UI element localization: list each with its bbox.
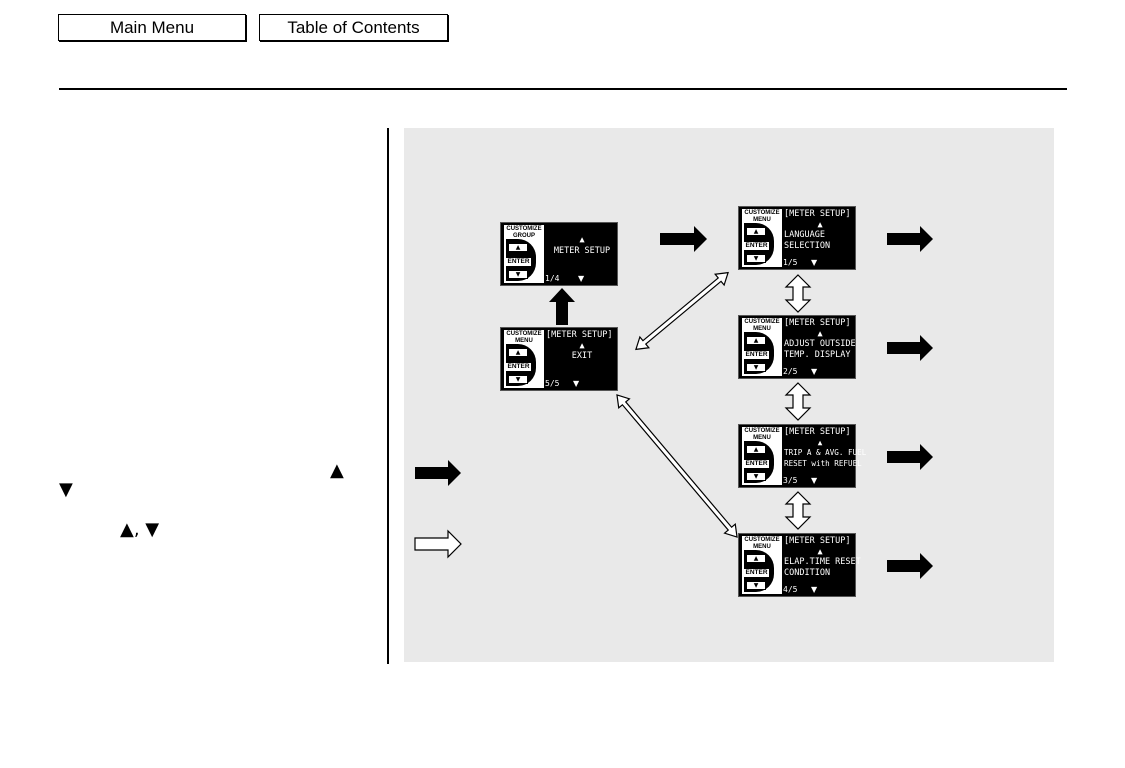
enter-key-label: ENTER (744, 460, 769, 468)
down-key-icon: ▼ (508, 270, 528, 279)
enter-key-label: ENTER (506, 363, 531, 371)
diagram-panel (404, 128, 1054, 662)
double-arrow-exit-s4 (616, 394, 738, 538)
double-arrow-s3-s4 (784, 491, 812, 530)
display-screen-group: CUSTOMIZE GROUP ▲ ENTER ▼ ▲ METER SETUP … (500, 222, 618, 286)
display-screen-trip-fuel: CUSTOMIZE MENU ▲ ENTER ▼ [METER SETUP] ▲… (738, 424, 867, 488)
screen-line: ▲ (817, 328, 823, 339)
double-arrow-exit-s1 (635, 271, 729, 351)
enter-key-label: ENTER (744, 242, 769, 250)
up-key-icon: ▲ (508, 348, 528, 357)
screen-page: 1/5 (783, 258, 798, 267)
down-triangle-glyph: ▼ (59, 479, 73, 500)
screen-side-panel: CUSTOMIZE MENU ▲ ENTER ▼ (742, 427, 782, 485)
screen-side-panel: CUSTOMIZE MENU ▲ ENTER ▼ (504, 330, 544, 388)
down-key-icon: ▼ (508, 375, 528, 384)
screen-line: [METER SETUP] (784, 536, 851, 546)
down-key-icon: ▼ (746, 472, 766, 481)
screen-line: [METER SETUP] (784, 209, 851, 219)
display-screen-language: CUSTOMIZE MENU ▲ ENTER ▼ [METER SETUP] ▲… (738, 206, 856, 270)
outline-arrow-right-legend (414, 529, 462, 559)
screen-line: LANGUAGE (784, 230, 825, 240)
screen-text: [METER SETUP] ▲ LANGUAGE SELECTION (784, 209, 856, 251)
screen-header: CUSTOMIZE MENU (744, 210, 780, 223)
up-triangle-glyph: ▲ (330, 460, 344, 481)
screen-text: ▲ METER SETUP (546, 235, 618, 256)
screen-line: EXIT (571, 351, 593, 361)
screen-side-panel: CUSTOMIZE MENU ▲ ENTER ▼ (742, 536, 782, 594)
table-of-contents-button[interactable]: Table of Contents (259, 14, 448, 41)
column-divider (387, 128, 389, 664)
screen-page: 5/5 (545, 379, 560, 388)
solid-arrow-right-s4 (887, 553, 933, 579)
solid-arrow-right-legend (415, 460, 461, 486)
main-menu-button[interactable]: Main Menu (58, 14, 246, 41)
solid-arrow-right-group (660, 226, 707, 252)
solid-arrow-right-s3 (887, 444, 933, 470)
screen-text: [METER SETUP] ▲ ELAP.TIME RESET CONDITIO… (784, 536, 861, 578)
screen-text: [METER SETUP] ▲ TRIP A & AVG. FUEL RESET… (784, 427, 867, 469)
screen-line: ADJUST OUTSIDE (784, 339, 856, 349)
down-indicator-icon: ▼ (578, 274, 585, 283)
display-screen-exit: CUSTOMIZE MENU ▲ ENTER ▼ [METER SETUP] ▲… (500, 327, 618, 391)
screen-page: 1/4 (545, 274, 560, 283)
header-divider (59, 88, 1067, 90)
screen-line: ▲ (817, 546, 823, 557)
down-key-icon: ▼ (746, 363, 766, 372)
screen-line: ELAP.TIME RESET (784, 557, 861, 567)
double-arrow-s1-s2 (784, 274, 812, 313)
down-indicator-icon: ▼ (811, 585, 818, 594)
screen-header: CUSTOMIZE MENU (744, 319, 780, 332)
down-indicator-icon: ▼ (573, 379, 580, 388)
screen-page: 4/5 (783, 585, 798, 594)
down-indicator-icon: ▼ (811, 476, 818, 485)
up-key-icon: ▲ (746, 227, 766, 236)
screen-text: [METER SETUP] ▲ EXIT (546, 330, 618, 362)
screen-header: CUSTOMIZE MENU (744, 537, 780, 550)
screen-line: RESET with REFUEL (784, 458, 862, 468)
screen-line: [METER SETUP] (546, 330, 613, 340)
up-key-icon: ▲ (746, 336, 766, 345)
down-indicator-icon: ▼ (811, 258, 818, 267)
screen-header: CUSTOMIZE GROUP (506, 226, 542, 239)
enter-key-label: ENTER (744, 351, 769, 359)
enter-key-label: ENTER (744, 569, 769, 577)
screen-line: METER SETUP (553, 245, 611, 256)
down-key-icon: ▼ (746, 581, 766, 590)
up-key-icon: ▲ (746, 554, 766, 563)
screen-page: 3/5 (783, 476, 798, 485)
up-key-icon: ▲ (746, 445, 766, 454)
screen-line: ▲ (817, 437, 823, 447)
screen-page: 2/5 (783, 367, 798, 376)
solid-arrow-right-s2 (887, 335, 933, 361)
screen-line: TEMP. DISPLAY (784, 349, 851, 360)
enter-key-label: ENTER (506, 258, 531, 266)
up-down-glyphs: ▲, ▼ (120, 519, 160, 540)
screen-line: ▲ (579, 340, 585, 351)
screen-line: [METER SETUP] (784, 318, 851, 328)
display-screen-outside-temp: CUSTOMIZE MENU ▲ ENTER ▼ [METER SETUP] ▲… (738, 315, 856, 379)
screen-header: CUSTOMIZE MENU (744, 428, 780, 441)
up-key-icon: ▲ (508, 243, 528, 252)
double-arrow-s2-s3 (784, 382, 812, 421)
solid-arrow-up (549, 288, 575, 325)
screen-line: ▲ (579, 235, 585, 245)
screen-side-panel: CUSTOMIZE GROUP ▲ ENTER ▼ (504, 225, 544, 283)
screen-line: [METER SETUP] (784, 427, 851, 437)
screen-text: [METER SETUP] ▲ ADJUST OUTSIDE TEMP. DIS… (784, 318, 856, 360)
solid-arrow-right-s1 (887, 226, 933, 252)
screen-header: CUSTOMIZE MENU (506, 331, 542, 344)
down-key-icon: ▼ (746, 254, 766, 263)
screen-line: SELECTION (784, 240, 831, 251)
screen-side-panel: CUSTOMIZE MENU ▲ ENTER ▼ (742, 209, 782, 267)
screen-line: ▲ (817, 219, 823, 230)
display-screen-elapsed-time: CUSTOMIZE MENU ▲ ENTER ▼ [METER SETUP] ▲… (738, 533, 861, 597)
screen-side-panel: CUSTOMIZE MENU ▲ ENTER ▼ (742, 318, 782, 376)
down-indicator-icon: ▼ (811, 367, 818, 376)
screen-line: CONDITION (784, 567, 831, 578)
screen-line: TRIP A & AVG. FUEL (784, 448, 867, 457)
